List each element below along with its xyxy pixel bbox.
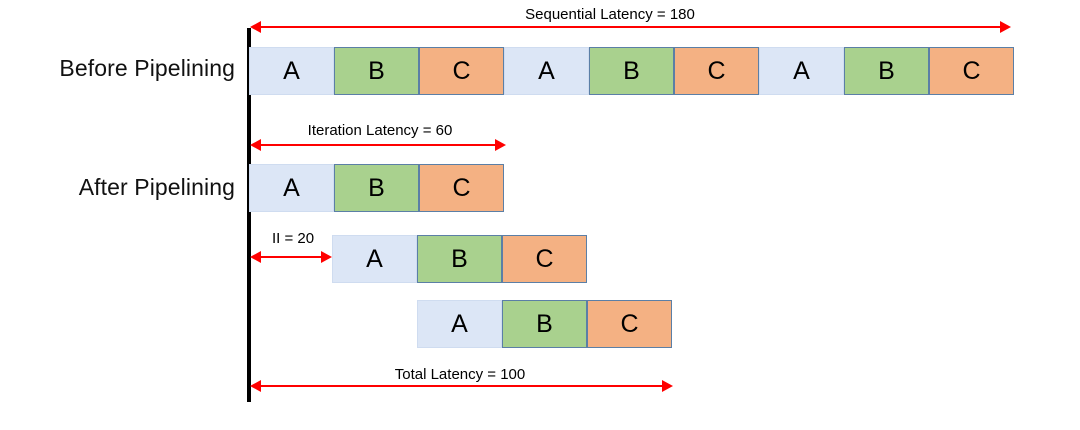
- stage-block-a: A: [249, 164, 334, 212]
- stage-block-c: C: [587, 300, 672, 348]
- stage-block-a: A: [417, 300, 502, 348]
- stage-block-c: C: [929, 47, 1014, 95]
- stage-block-a: A: [504, 47, 589, 95]
- stage-block-b: B: [502, 300, 587, 348]
- annotation-initiation-interval: II = 20: [271, 230, 315, 247]
- annotation-iteration-latency: Iteration Latency = 60: [307, 122, 453, 139]
- stage-block-b: B: [844, 47, 929, 95]
- annotation-sequential-latency: Sequential Latency = 180: [525, 6, 695, 23]
- stage-block-c: C: [419, 47, 504, 95]
- row-label-before-pipelining: Before Pipelining: [59, 55, 235, 81]
- stage-block-a: A: [759, 47, 844, 95]
- stage-block-b: B: [589, 47, 674, 95]
- row-label-after-pipelining: After Pipelining: [78, 174, 235, 200]
- annotation-total-latency: Total Latency = 100: [394, 366, 526, 383]
- stage-block-b: B: [334, 164, 419, 212]
- stage-block-b: B: [417, 235, 502, 283]
- stage-block-c: C: [502, 235, 587, 283]
- stage-block-b: B: [334, 47, 419, 95]
- stage-block-c: C: [419, 164, 504, 212]
- stage-block-a: A: [249, 47, 334, 95]
- stage-block-c: C: [674, 47, 759, 95]
- time-axis-line: [247, 28, 251, 402]
- stage-block-a: A: [332, 235, 417, 283]
